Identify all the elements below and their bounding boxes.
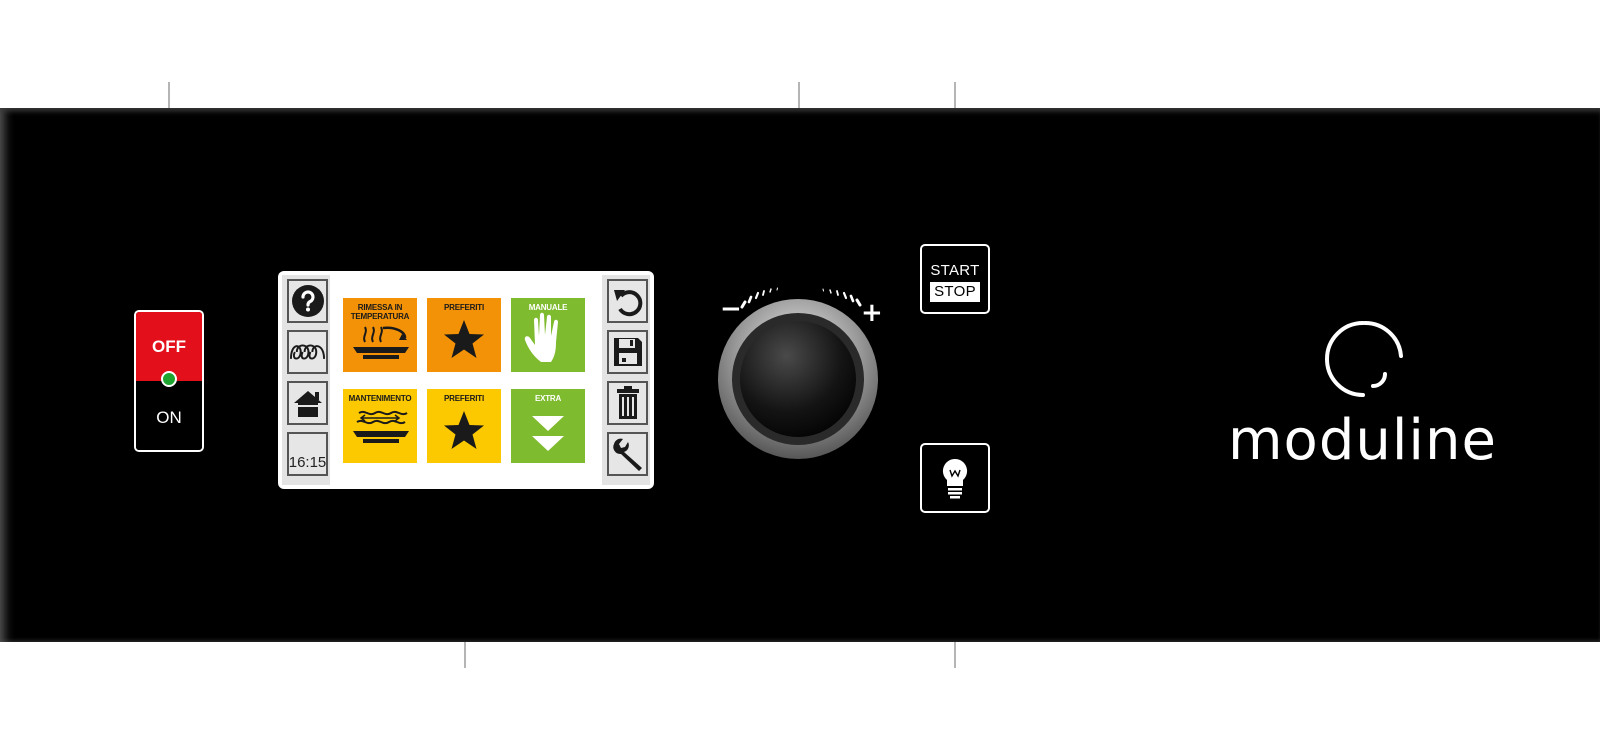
knob-plus-label: + [861,298,883,328]
stop-label: STOP [930,282,980,302]
tile-manuale[interactable]: MANUALE [511,298,585,372]
light-button[interactable] [920,443,990,513]
brand-name: moduline [1228,408,1497,473]
home-icon [293,391,322,417]
tile-preferiti-2[interactable]: PREFERITI [427,389,501,463]
double-chevron-down-icon [532,416,564,451]
tile-preferiti[interactable]: PREFERITI [427,298,501,372]
power-off-label: OFF [136,312,202,381]
knob-scale-ticks [740,287,862,309]
star-icon [444,320,484,358]
power-switch[interactable]: OFF ON [134,310,204,452]
tile-mantenimento[interactable]: MANTENIMENTO [343,389,417,463]
start-stop-button[interactable]: START STOP [920,244,990,314]
hand-icon [524,312,558,362]
tile-label: MANUALE [528,303,568,312]
star-icon [444,411,484,449]
display-right-sidebar [602,275,650,485]
heating-button[interactable] [287,330,328,374]
tile-label: PREFERITI [444,394,484,403]
undo-icon [613,290,642,317]
power-led-indicator [161,371,177,387]
holding-icon [353,410,409,443]
trash-icon [616,386,639,419]
save-icon [613,338,642,366]
clock-time: 16:15 [288,454,327,471]
tile-extra[interactable]: EXTRA [511,389,585,463]
wrench-icon [612,438,642,471]
tile-label: RIMESSA IN TEMPERATURA [350,303,410,321]
clock-display[interactable]: 16:15 [287,432,328,476]
help-button[interactable] [287,279,328,323]
control-knob[interactable]: − + [712,280,888,460]
tile-label: MANTENIMENTO [348,394,412,403]
undo-button[interactable] [607,279,648,323]
regeneration-icon [353,326,409,359]
delete-button[interactable] [607,381,648,425]
brand-logo-icon [1321,318,1409,411]
help-icon [291,285,324,317]
start-label: START [930,262,980,279]
display-left-sidebar: 16:15 [282,275,330,485]
tile-label: PREFERITI [444,303,484,312]
touch-display: 16:15 [278,271,654,489]
settings-button[interactable] [607,432,648,476]
power-on-label: ON [136,381,202,450]
save-button[interactable] [607,330,648,374]
heating-coil-icon [289,344,326,360]
tile-rimessa-in-temperatura[interactable]: RIMESSA IN TEMPERATURA [343,298,417,372]
home-button[interactable] [287,381,328,425]
knob-minus-label: − [720,294,742,324]
tile-label: EXTRA [534,394,562,403]
light-bulb-icon [942,458,968,499]
